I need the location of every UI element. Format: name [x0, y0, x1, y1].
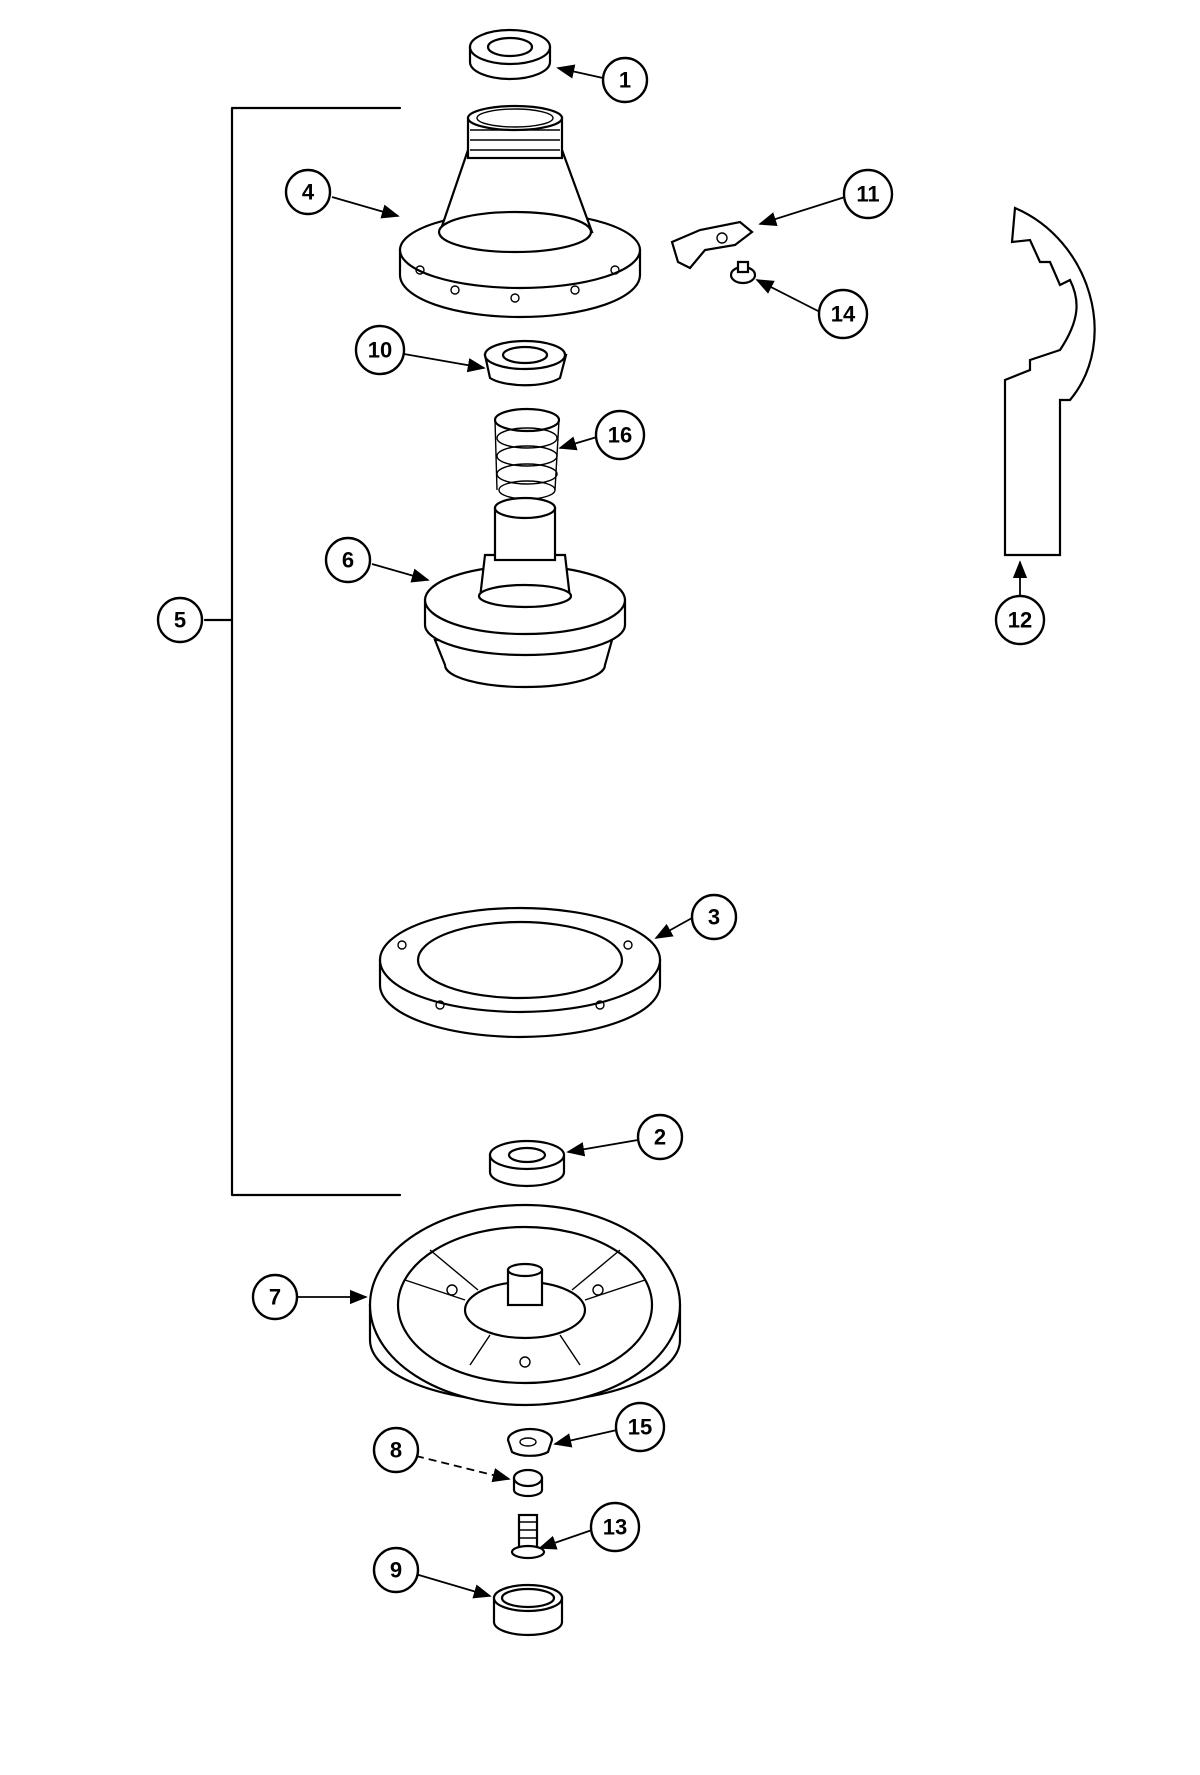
part-3-ring [378, 906, 662, 1039]
part-12-wrench [1003, 206, 1096, 557]
part-14-screw [729, 260, 757, 285]
part-8-nut [512, 1468, 544, 1498]
callout-8: 8 [372, 1426, 420, 1474]
callout-7: 7 [251, 1273, 299, 1321]
svg-text:9: 9 [390, 1558, 402, 1583]
assembly-bracket [203, 106, 402, 1197]
part-1-bearing [468, 28, 552, 81]
svg-text:16: 16 [608, 423, 632, 448]
callout-11: 11 [842, 168, 894, 220]
svg-text:10: 10 [368, 338, 392, 363]
svg-text:11: 11 [856, 182, 879, 207]
leader-lines [297, 64, 1028, 1599]
part-13-bolt [510, 1513, 546, 1560]
svg-text:14: 14 [831, 302, 856, 327]
part-9-sleeve [492, 1583, 564, 1637]
callout-9: 9 [372, 1546, 420, 1594]
svg-text:5: 5 [174, 608, 186, 633]
svg-text:6: 6 [342, 548, 354, 573]
svg-text:12: 12 [1008, 608, 1032, 633]
svg-text:15: 15 [628, 1415, 652, 1440]
callout-14: 14 [817, 288, 869, 340]
callout-1: 1 [601, 56, 649, 104]
callout-15: 15 [614, 1401, 666, 1453]
callout-13: 13 [589, 1501, 641, 1553]
part-7-pulley [368, 1203, 682, 1407]
callout-16: 16 [594, 409, 646, 461]
svg-text:3: 3 [708, 905, 720, 930]
callout-4: 4 [284, 168, 332, 216]
svg-text:4: 4 [302, 180, 315, 205]
callout-3: 3 [690, 893, 738, 941]
svg-text:2: 2 [654, 1125, 666, 1150]
part-16-spring [493, 407, 561, 500]
svg-text:7: 7 [269, 1285, 281, 1310]
svg-text:8: 8 [390, 1438, 402, 1463]
part-10-seal [483, 339, 568, 387]
callout-12: 12 [994, 594, 1046, 646]
svg-text:13: 13 [603, 1515, 627, 1540]
callout-5: 5 [156, 596, 204, 644]
callout-10: 10 [354, 324, 406, 376]
part-6-drive-hub [423, 496, 627, 689]
part-15-washer [506, 1427, 554, 1457]
part-11-clip [670, 220, 754, 270]
part-4-hub [398, 104, 642, 319]
part-2-bearing [488, 1139, 566, 1188]
svg-text:1: 1 [619, 68, 631, 93]
callout-2: 2 [636, 1113, 684, 1161]
callout-6: 6 [324, 536, 372, 584]
